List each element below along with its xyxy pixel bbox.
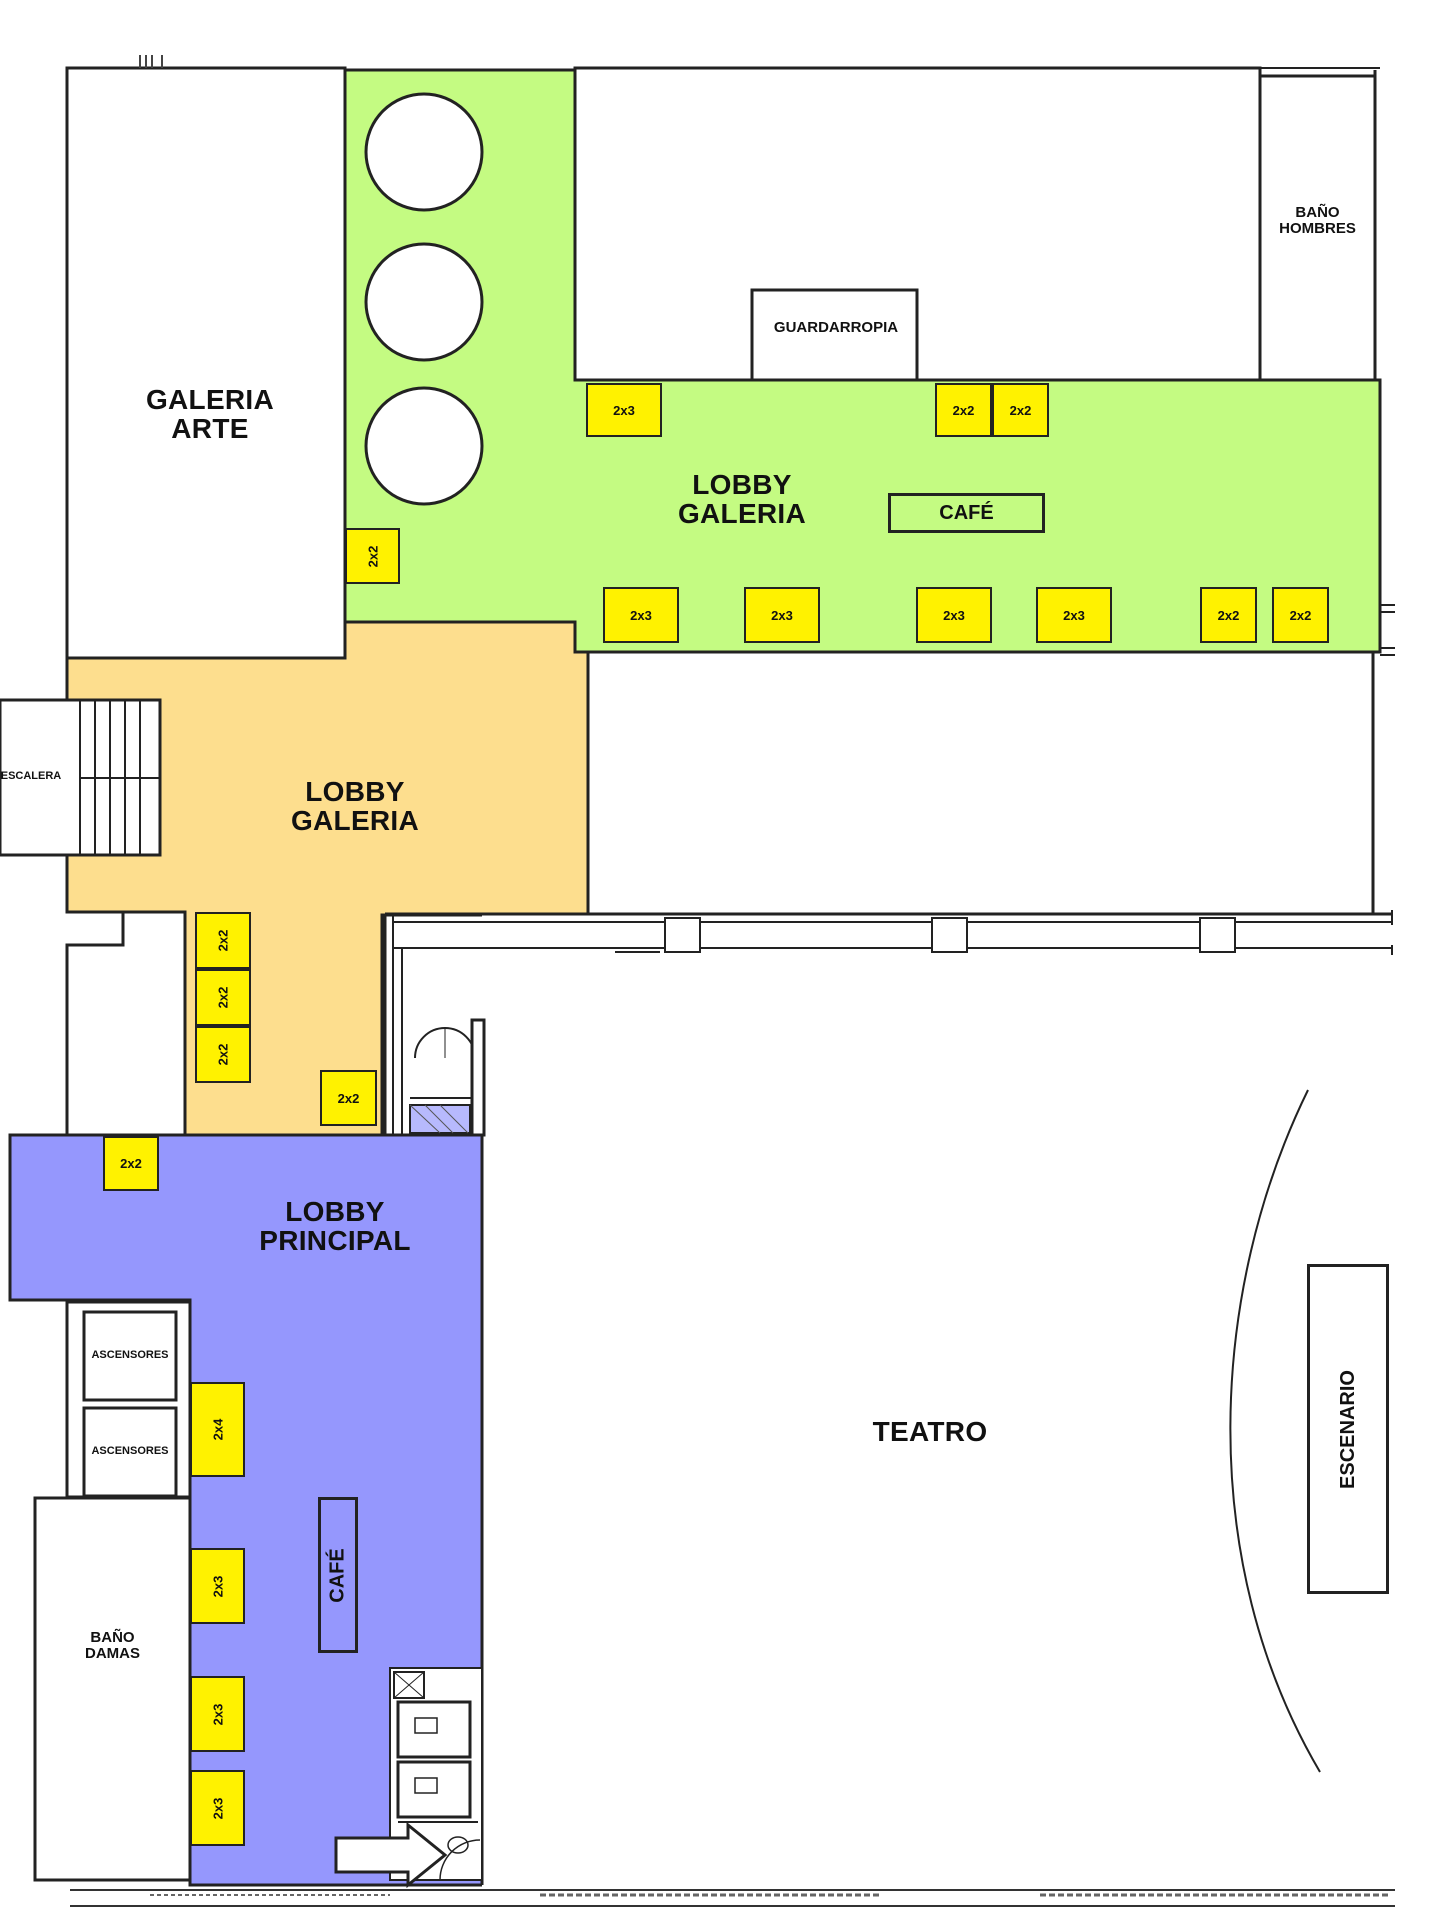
booth-stand[interactable]: 2x2	[935, 383, 992, 437]
booth-stand[interactable]: 2x2	[320, 1070, 377, 1126]
galeria-arte-room	[65, 66, 347, 660]
booth-stand[interactable]: 2x2	[195, 1026, 251, 1083]
booth-stand[interactable]: 2x3	[916, 587, 992, 643]
elevator-2	[82, 1406, 178, 1498]
booth-stand[interactable]: 2x3	[586, 383, 662, 437]
escalera-label: ESCALERA	[0, 770, 62, 782]
escenario-stage: ESCENARIO	[1307, 1264, 1389, 1594]
entrance-arrow	[334, 1821, 448, 1889]
booth-stand[interactable]: 2x2	[992, 383, 1049, 437]
teatro-label: TEATRO	[872, 1416, 988, 1447]
booth-stand[interactable]: 2x2	[345, 528, 400, 584]
booth-stand[interactable]: 2x3	[190, 1770, 245, 1846]
guardarropia-label: GUARDARROPIA	[773, 319, 899, 336]
entry-hatch	[409, 1104, 471, 1134]
booth-stand[interactable]: 2x3	[603, 587, 679, 643]
round-table	[364, 386, 484, 506]
booth-stand[interactable]: 2x3	[1036, 587, 1112, 643]
teatro-room	[482, 914, 1392, 1889]
booth-stand[interactable]: 2x2	[1200, 587, 1257, 643]
elevator-1	[82, 1310, 178, 1402]
bano-damas-room	[33, 1496, 192, 1882]
middle-right-room	[586, 650, 1375, 916]
round-table	[364, 242, 484, 362]
escenario-label: ESCENARIO	[1336, 1369, 1359, 1489]
guardarropia-room	[750, 288, 919, 382]
booth-stand[interactable]: 2x4	[190, 1382, 245, 1477]
round-table	[364, 92, 484, 212]
booth-stand[interactable]: 2x2	[1272, 587, 1329, 643]
ascensores-label-1: ASCENSORES	[91, 1349, 169, 1361]
booth-stand[interactable]: 2x3	[190, 1676, 245, 1752]
ascensores-label-2: ASCENSORES	[91, 1445, 169, 1457]
booth-stand[interactable]: 2x2	[103, 1136, 159, 1191]
booth-stand[interactable]: 2x3	[744, 587, 820, 643]
booth-stand[interactable]: 2x2	[195, 912, 251, 969]
left-service-room	[65, 910, 187, 1137]
cafe-counter-bottom: CAFÉ	[318, 1497, 358, 1653]
booth-stand[interactable]: 2x3	[190, 1548, 245, 1624]
stage-arc	[1229, 1089, 1321, 1773]
cafe-top-label: CAFÉ	[939, 501, 994, 524]
cafe-bottom-label: CAFÉ	[326, 1547, 349, 1603]
bano-hombres-room	[1258, 74, 1377, 382]
cafe-counter-top: CAFÉ	[888, 493, 1045, 533]
booth-stand[interactable]: 2x2	[195, 969, 251, 1026]
